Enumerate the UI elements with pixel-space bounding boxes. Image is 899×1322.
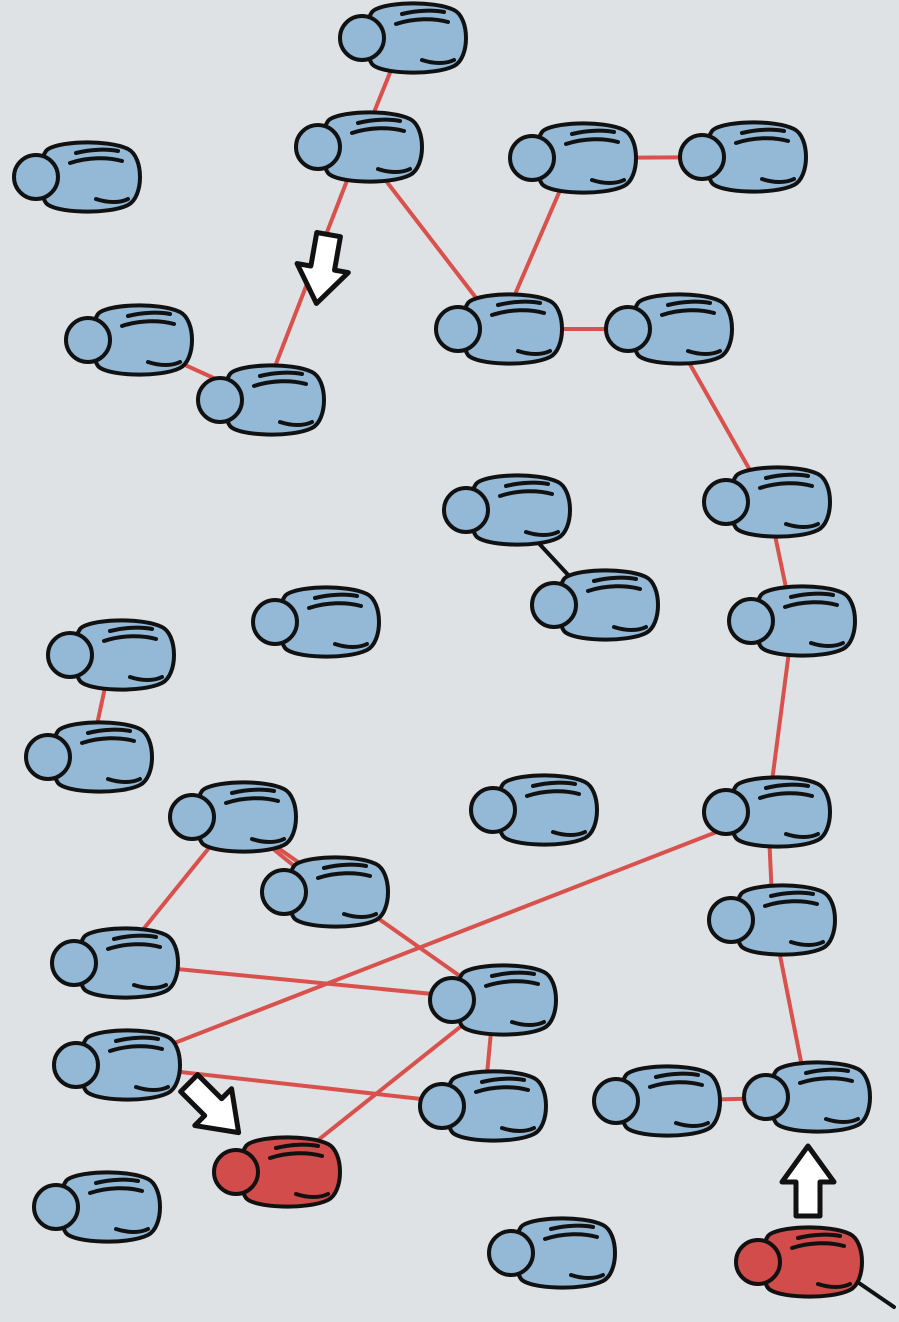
person-icon — [168, 780, 298, 854]
person-icon — [46, 618, 176, 692]
person-icon — [702, 465, 832, 539]
people-layer — [12, 1, 872, 1299]
person-icon — [530, 568, 660, 642]
person-icon — [604, 292, 734, 366]
person-icon — [24, 720, 154, 794]
person-icon — [294, 110, 424, 184]
person-icon — [702, 775, 832, 849]
connection-line — [116, 810, 770, 1067]
person-icon — [251, 585, 381, 659]
person-icon — [592, 1064, 722, 1138]
person-icon — [260, 855, 390, 929]
person-icon — [678, 120, 808, 194]
person-icon — [52, 1028, 182, 1102]
person-icon — [196, 363, 326, 437]
person-icon — [212, 1135, 342, 1209]
arrow-icon — [779, 1143, 837, 1219]
person-icon — [469, 773, 599, 847]
arrows-layer — [178, 229, 837, 1219]
person-icon — [12, 140, 142, 214]
person-icon — [727, 584, 857, 658]
person-icon — [32, 1170, 162, 1244]
person-icon — [418, 1069, 548, 1143]
arrow-icon — [294, 229, 351, 307]
person-icon — [428, 963, 558, 1037]
person-icon — [50, 926, 180, 1000]
person-icon — [338, 1, 468, 75]
person-icon — [487, 1216, 617, 1290]
person-icon — [734, 1225, 864, 1299]
person-icon — [434, 292, 564, 366]
person-icon — [742, 1060, 872, 1134]
person-icon — [442, 473, 572, 547]
arrow-icon — [178, 1072, 242, 1136]
person-icon — [508, 121, 638, 195]
person-icon — [707, 883, 837, 957]
person-icon — [64, 303, 194, 377]
